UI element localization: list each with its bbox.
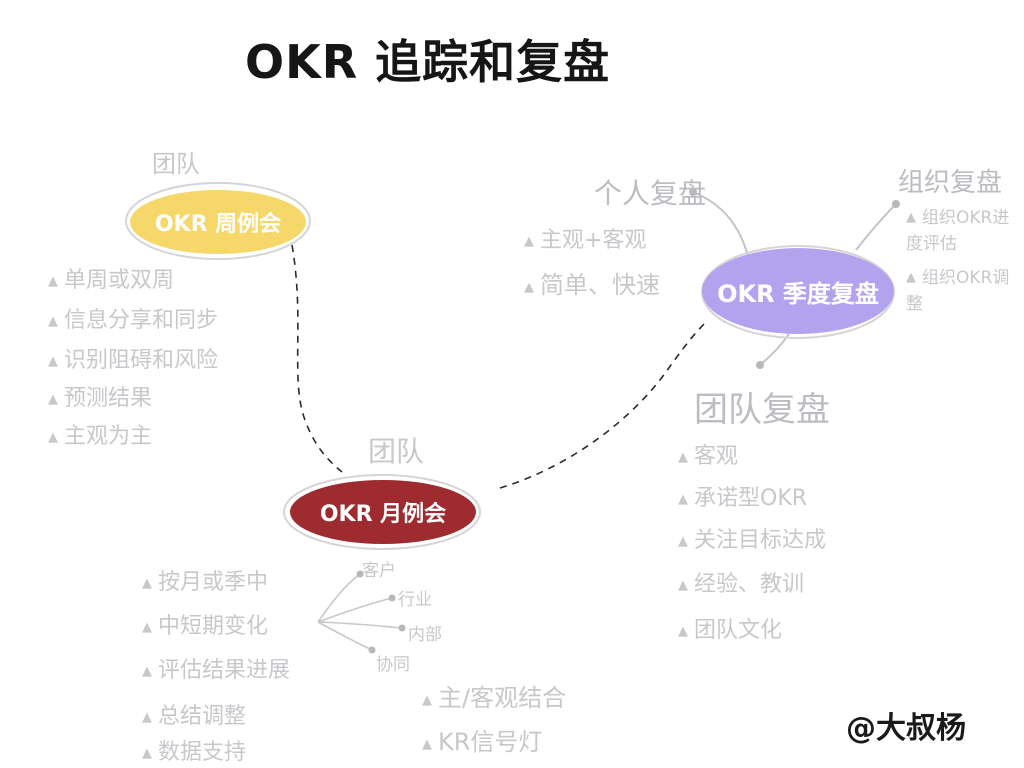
list-item: ▲客观 bbox=[678, 444, 739, 469]
monthly-team-tag: 团队 bbox=[368, 435, 425, 468]
triangle-bullet-icon: ▲ bbox=[524, 280, 534, 295]
triangle-bullet-icon: ▲ bbox=[524, 234, 534, 249]
list-item: ▲关注目标达成 bbox=[678, 528, 827, 553]
triangle-bullet-icon: ▲ bbox=[142, 664, 152, 679]
list-item: ▲评估结果进展 bbox=[142, 658, 291, 683]
list-item: ▲按月或季中 bbox=[142, 570, 269, 595]
quarterly-review-node: OKR 季度复盘 bbox=[702, 248, 894, 334]
quarterly-review-label: OKR 季度复盘 bbox=[717, 279, 879, 308]
triangle-bullet-icon: ▲ bbox=[678, 578, 688, 593]
branch-personal bbox=[692, 191, 749, 257]
fan-internal bbox=[317, 621, 403, 629]
branch-personal-dot bbox=[689, 188, 697, 196]
list-item: ▲中短期变化 bbox=[142, 614, 269, 639]
triangle-bullet-icon: ▲ bbox=[142, 620, 152, 635]
list-item: ▲承诺型OKR bbox=[678, 486, 808, 511]
fan-collab bbox=[317, 621, 373, 651]
weekly-meeting-node: OKR 周例会 bbox=[130, 190, 306, 254]
list-item: ▲识别阻碍和风险 bbox=[48, 348, 219, 373]
triangle-bullet-icon: ▲ bbox=[142, 710, 152, 725]
list-item: ▲信息分享和同步 bbox=[48, 308, 219, 333]
list-item: ▲组织OKR调整 bbox=[906, 268, 1010, 314]
list-item: ▲主/客观结合 bbox=[422, 684, 567, 712]
org-review-label: 组织复盘 bbox=[898, 168, 1003, 198]
triangle-bullet-icon: ▲ bbox=[142, 746, 152, 761]
list-item: ▲团队文化 bbox=[678, 618, 783, 643]
author-signature: @大叔杨 bbox=[846, 711, 966, 746]
triangle-bullet-icon: ▲ bbox=[678, 450, 688, 465]
change-branch-industry: 行业 bbox=[398, 590, 432, 610]
triangle-bullet-icon: ▲ bbox=[422, 693, 432, 708]
triangle-bullet-icon: ▲ bbox=[422, 737, 432, 752]
change-branch-collab: 协同 bbox=[376, 655, 410, 675]
list-item: ▲预测结果 bbox=[48, 386, 153, 411]
monthly-meeting-label: OKR 月例会 bbox=[319, 502, 447, 527]
personal-review-label: 个人复盘 bbox=[594, 177, 707, 210]
triangle-bullet-icon: ▲ bbox=[48, 430, 58, 445]
team-review-label: 团队复盘 bbox=[694, 390, 830, 430]
change-branch-customer: 客户 bbox=[362, 561, 396, 581]
list-item: ▲数据支持 bbox=[142, 740, 247, 765]
weekly-meeting-label: OKR 周例会 bbox=[154, 212, 282, 237]
triangle-bullet-icon: ▲ bbox=[906, 270, 916, 285]
branch-org bbox=[855, 203, 897, 251]
fan-industry bbox=[317, 597, 393, 623]
list-item: ▲组织OKR进度评估 bbox=[906, 208, 1010, 254]
list-item: ▲KR信号灯 bbox=[422, 728, 543, 756]
triangle-bullet-icon: ▲ bbox=[48, 392, 58, 407]
list-item: ▲主观为主 bbox=[48, 424, 153, 449]
weekly-to-monthly-connector bbox=[291, 244, 343, 473]
list-item: ▲主观+客观 bbox=[524, 228, 647, 253]
list-item: ▲经验、教训 bbox=[678, 572, 805, 597]
branch-org-dot bbox=[892, 200, 900, 208]
triangle-bullet-icon: ▲ bbox=[48, 314, 58, 329]
triangle-bullet-icon: ▲ bbox=[48, 354, 58, 369]
weekly-team-tag: 团队 bbox=[152, 150, 200, 178]
change-branch-internal: 内部 bbox=[408, 625, 442, 645]
branch-team-dot bbox=[756, 361, 764, 369]
triangle-bullet-icon: ▲ bbox=[678, 534, 688, 549]
triangle-bullet-icon: ▲ bbox=[906, 210, 916, 225]
monthly-to-quarterly-connector bbox=[499, 321, 707, 489]
fan-customer bbox=[317, 573, 361, 623]
triangle-bullet-icon: ▲ bbox=[678, 624, 688, 639]
triangle-bullet-icon: ▲ bbox=[678, 492, 688, 507]
list-item: ▲总结调整 bbox=[142, 704, 247, 729]
list-item: ▲简单、快速 bbox=[524, 271, 660, 299]
triangle-bullet-icon: ▲ bbox=[142, 576, 152, 591]
monthly-meeting-node: OKR 月例会 bbox=[290, 480, 476, 544]
page-title: OKR 追踪和复盘 bbox=[245, 35, 611, 89]
list-item: ▲单周或双周 bbox=[48, 268, 175, 293]
triangle-bullet-icon: ▲ bbox=[48, 274, 58, 289]
